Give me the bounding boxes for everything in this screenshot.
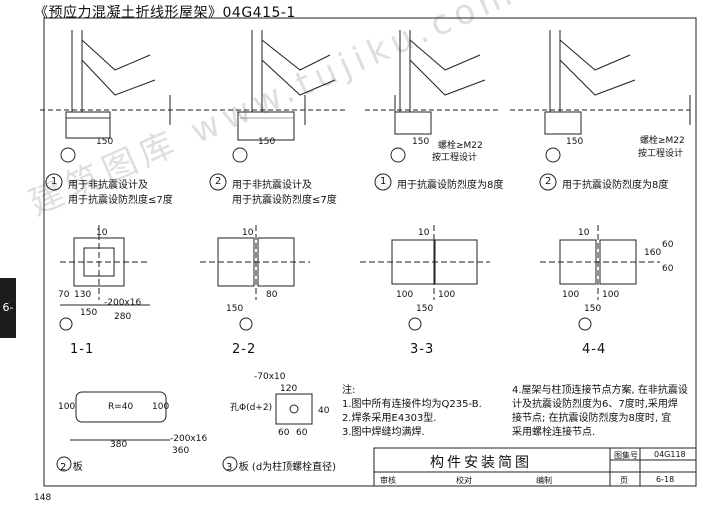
dim: 10 <box>418 228 430 238</box>
page-label: 页 <box>620 476 628 485</box>
dim-150: 150 <box>96 137 114 147</box>
note-line: 4.屋架与柱顶连接节点方案, 在非抗震设 <box>512 385 688 396</box>
plate2-h2: 100 <box>152 402 170 412</box>
dim: 160 <box>644 248 662 258</box>
per-design-callout: 按工程设计 <box>432 153 478 163</box>
atlas-number: 04G118 <box>654 450 686 459</box>
check-label: 校对 <box>456 476 472 485</box>
dim: 80 <box>266 290 278 300</box>
dim: 100 <box>396 290 414 300</box>
note-line: 采用螺栓连接节点. <box>512 427 596 438</box>
dim-150: 150 <box>566 137 584 147</box>
per-design-callout-2: 按工程设计 <box>638 149 684 159</box>
caption-line: 用于非抗震设计及 <box>68 180 148 191</box>
detail-caption-3: 1 用于抗震设防烈度为8度 <box>379 176 503 191</box>
note-item: 1.图中所有连接件均为Q235-B. <box>342 399 482 410</box>
plate2-caption: 2 板 <box>60 458 83 473</box>
caption-line: 用于抗震设防烈度为8度 <box>562 180 669 191</box>
section-label-4-4: 4-4 <box>582 342 607 357</box>
section-label-3-3: 3-3 <box>410 342 435 357</box>
dim: 70 <box>58 290 70 300</box>
dim: 10 <box>578 228 590 238</box>
caption-line: 用于抗震设防烈度≤7度 <box>68 195 173 206</box>
plate-num: 2 <box>60 462 67 473</box>
plate2-w2: 360 <box>172 446 190 456</box>
note-line: 计及抗震设防烈度为6、7度时,采用焊 <box>512 399 678 410</box>
design-label: 编制 <box>536 476 552 485</box>
dim: -200x16 <box>104 298 142 308</box>
note-item: 2.焊条采用E4303型. <box>342 413 437 424</box>
dim: 150 <box>80 308 98 318</box>
bolt-callout: 螺栓≥M22 <box>438 141 483 151</box>
dim-150: 150 <box>412 137 430 147</box>
dim: 60 <box>662 264 674 274</box>
section-label-1-1: 1-1 <box>70 342 95 357</box>
note-line: 接节点; 在抗震设防烈度为8度时, 宜 <box>512 413 672 424</box>
dim: 100 <box>602 290 620 300</box>
page-title: 《预应力混凝土折线形屋架》04G415-1 <box>34 5 296 21</box>
plate2-w1: 380 <box>110 440 128 450</box>
dim: 130 <box>74 290 92 300</box>
dim-150: 150 <box>258 137 276 147</box>
dim: 150 <box>226 304 244 314</box>
plate-label: 板 (d为柱顶螺栓直径) <box>238 462 337 473</box>
detail-caption-2: 2 用于非抗震设计及 用于抗震设防烈度≤7度 <box>214 176 337 206</box>
notes-heading: 注: <box>342 385 356 396</box>
page-number-block: 6-18 <box>656 475 675 484</box>
dim: 150 <box>584 304 602 314</box>
plate3-width: 120 <box>280 384 298 394</box>
note-4: 4.屋架与柱顶连接节点方案, 在非抗震设 计及抗震设防烈度为6、7度时,采用焊 … <box>512 384 688 440</box>
plate2-spec: -200x16 <box>170 434 208 444</box>
plate3-spec: -70x10 <box>254 372 286 382</box>
plate-label: 板 <box>72 462 83 473</box>
review-label: 审核 <box>380 476 396 485</box>
dim: 150 <box>416 304 434 314</box>
detail-caption-4: 2 用于抗震设防烈度为8度 <box>544 176 668 191</box>
dim: 10 <box>242 228 254 238</box>
sheet-page-number: 148 <box>34 493 52 503</box>
dim: 100 <box>562 290 580 300</box>
plate-num: 3 <box>226 462 233 473</box>
section-label-2-2: 2-2 <box>232 342 257 357</box>
caption-num: 2 <box>545 176 552 187</box>
chapter-tab: 6- <box>0 278 16 338</box>
caption-num: 1 <box>380 176 387 187</box>
detail-caption-1: 1 用于非抗震设计及 用于抗震设防烈度≤7度 <box>50 176 173 206</box>
plate3-b: 60 <box>296 428 308 438</box>
plate2-h: 100 <box>58 402 76 412</box>
dim: 10 <box>96 228 108 238</box>
caption-line: 用于抗震设防烈度≤7度 <box>232 195 337 206</box>
plate3-hole: 孔Φ(d+2) <box>230 403 273 413</box>
caption-line: 用于非抗震设计及 <box>232 180 312 191</box>
caption-num: 1 <box>51 176 58 187</box>
drawing-title: 构件安装简图 <box>430 455 532 471</box>
atlas-label: 图集号 <box>614 451 638 460</box>
plate2-radius: R=40 <box>108 402 134 412</box>
caption-line: 用于抗震设防烈度为8度 <box>397 180 504 191</box>
dim: 280 <box>114 312 132 322</box>
dim: 60 <box>662 240 674 250</box>
caption-num: 2 <box>215 176 222 187</box>
bolt-callout-2: 螺栓≥M22 <box>640 136 685 146</box>
plate3-c: 40 <box>318 406 330 416</box>
dim: 100 <box>438 290 456 300</box>
note-item: 3.图中焊缝均满焊. <box>342 427 425 438</box>
notes: 注: 1.图中所有连接件均为Q235-B. 2.焊条采用E4303型. 3.图中… <box>342 384 482 440</box>
plate3-caption: 3 板 (d为柱顶螺栓直径) <box>226 458 336 473</box>
plate3-a: 60 <box>278 428 290 438</box>
